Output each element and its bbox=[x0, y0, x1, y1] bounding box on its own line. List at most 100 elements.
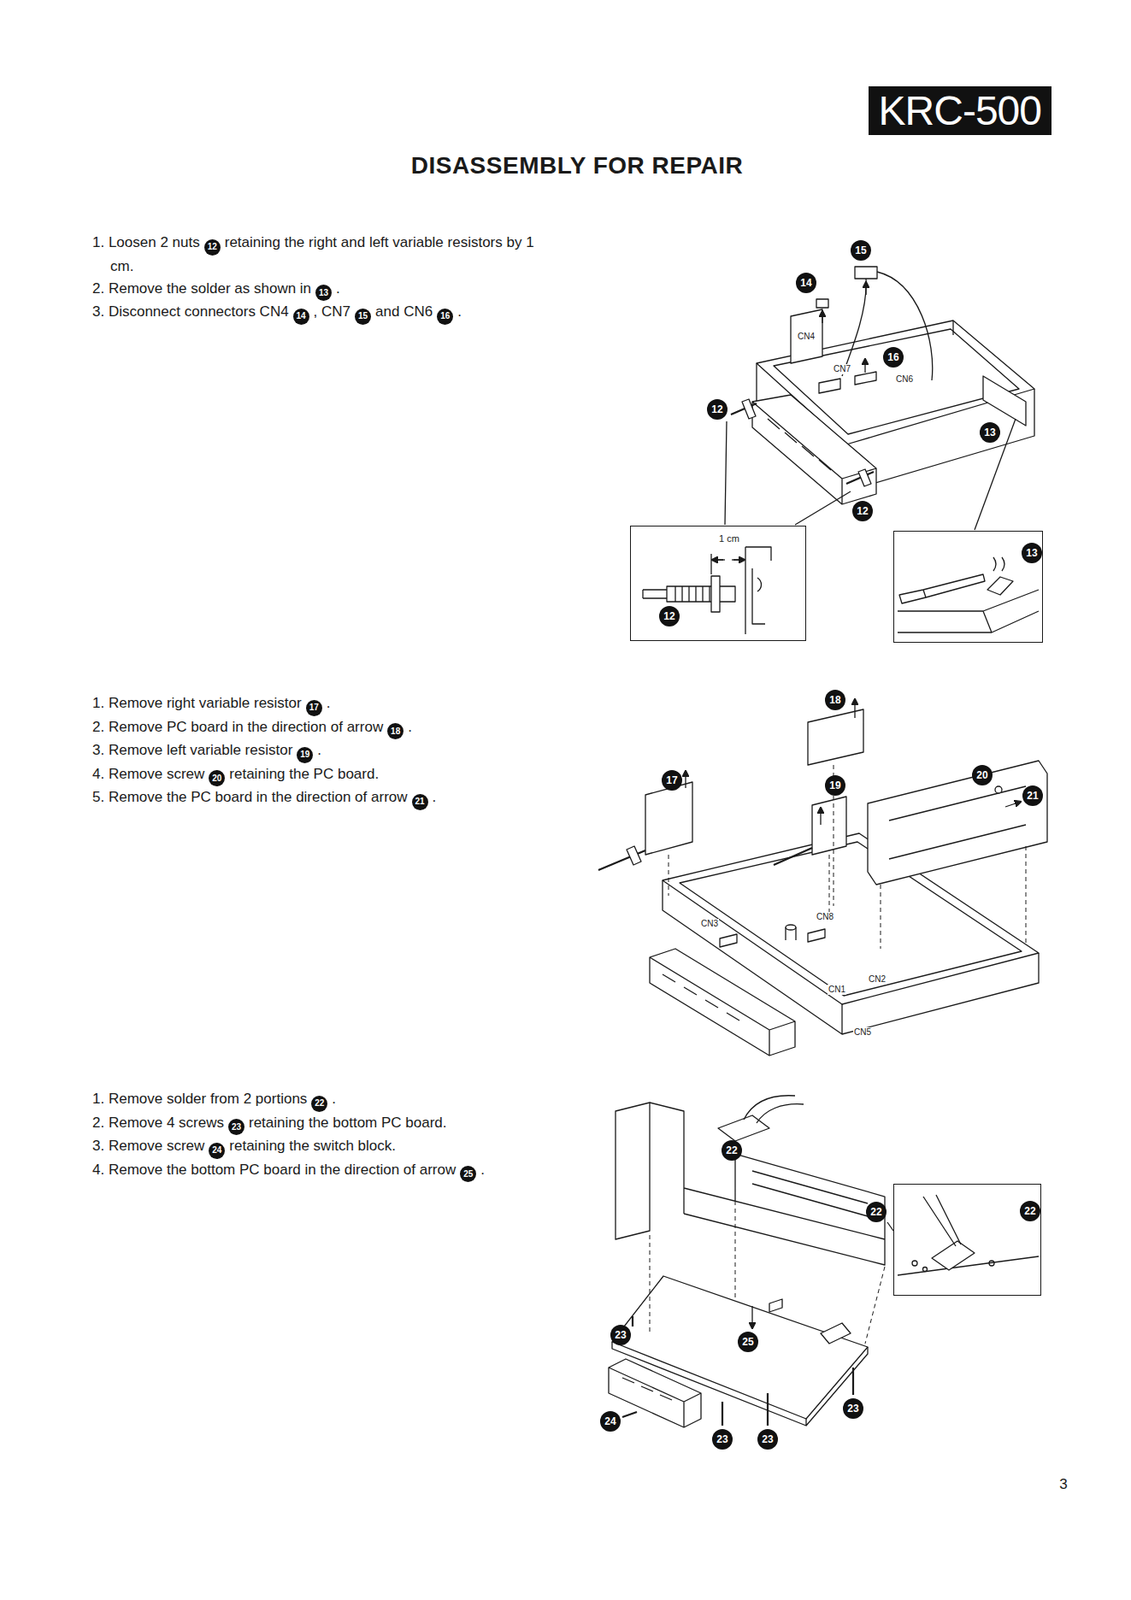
instruction-step: 1. Loosen 2 nuts12retaining the right an… bbox=[92, 231, 550, 278]
instruction-list: 1. Remove right variable resistor17.2. R… bbox=[92, 692, 593, 811]
assembly-line bbox=[649, 1201, 885, 1344]
callout-number: 19 bbox=[824, 775, 846, 796]
connector-label: CN4 bbox=[796, 331, 816, 342]
component-lead bbox=[931, 1241, 975, 1271]
front-panel bbox=[752, 394, 877, 505]
threaded-shaft bbox=[642, 589, 667, 599]
callout-number: 21 bbox=[412, 794, 429, 811]
chassis-inner-rim bbox=[679, 842, 1022, 996]
callout-number: 16 bbox=[436, 308, 454, 325]
wire-harness bbox=[743, 1095, 804, 1124]
instruction-text: . bbox=[457, 303, 462, 320]
model-banner: KRC-500 bbox=[868, 86, 1052, 136]
callout-number: 14 bbox=[795, 272, 817, 294]
callout-number: 12 bbox=[706, 399, 728, 420]
detail-inset: 22 bbox=[893, 1184, 1042, 1296]
instruction-step: 3. Remove screw24retaining the switch bl… bbox=[92, 1135, 499, 1160]
switch-buttons bbox=[622, 1378, 672, 1401]
plug-15 bbox=[854, 266, 878, 279]
callout-number: 22 bbox=[1019, 1201, 1041, 1222]
instruction-step: 2. Remove 4 screws23retaining the bottom… bbox=[92, 1112, 499, 1137]
callout-number: 22 bbox=[721, 1140, 743, 1161]
instruction-text: . bbox=[317, 742, 322, 759]
arrow-16 bbox=[864, 359, 866, 373]
instruction-text: , CN7 bbox=[313, 303, 351, 320]
leader-line bbox=[887, 1222, 894, 1232]
front-buttons bbox=[662, 974, 740, 1021]
instruction-text: retaining the PC board. bbox=[229, 765, 379, 783]
callout-number: 18 bbox=[387, 723, 404, 740]
page-number: 3 bbox=[1059, 1476, 1067, 1494]
callout-number: 23 bbox=[842, 1398, 864, 1420]
instruction-text: 3. Disconnect connectors CN4 bbox=[92, 303, 289, 320]
callout-number: 21 bbox=[1022, 785, 1043, 807]
front-panel bbox=[649, 948, 796, 1056]
callout-number: 17 bbox=[661, 770, 683, 791]
instruction-text: . bbox=[480, 1161, 485, 1179]
thread-body bbox=[666, 586, 736, 602]
instruction-step: 2. Remove PC board in the direction of a… bbox=[92, 716, 593, 741]
instruction-text: retaining the bottom PC board. bbox=[248, 1114, 448, 1131]
instruction-text: 1. Remove right variable resistor bbox=[92, 695, 302, 712]
connector-label: CN3 bbox=[700, 918, 719, 930]
callout-number: 14 bbox=[293, 308, 310, 325]
connector-cn3 bbox=[719, 934, 737, 948]
callout-number: 12 bbox=[659, 606, 680, 627]
callout-number: 25 bbox=[737, 1331, 759, 1353]
instruction-step: 3. Disconnect connectors CN414, CN715and… bbox=[92, 300, 550, 325]
capacitor-body bbox=[785, 927, 796, 941]
connector-label: CN2 bbox=[867, 974, 887, 985]
instruction-step: 2. Remove the solder as shown in13. bbox=[92, 277, 550, 302]
leader-line bbox=[724, 418, 1016, 531]
instruction-text: 2. Remove the solder as shown in bbox=[92, 280, 312, 297]
instruction-text: 2. Remove 4 screws bbox=[92, 1114, 224, 1131]
nut bbox=[626, 846, 642, 866]
dimension-line bbox=[711, 553, 743, 575]
arrow-15 bbox=[865, 282, 866, 295]
instruction-text: 5. Remove the PC board in the direction … bbox=[92, 789, 408, 806]
instruction-text: 4. Remove screw bbox=[92, 765, 205, 783]
instruction-text: 3. Remove left variable resistor bbox=[92, 742, 293, 759]
instruction-text: 4. Remove the bottom PC board in the dir… bbox=[92, 1161, 456, 1179]
solder-tab bbox=[987, 577, 1014, 595]
board-surface bbox=[897, 1256, 1039, 1276]
connector-label: CN8 bbox=[815, 912, 835, 923]
nut bbox=[742, 399, 872, 487]
pc-board-21 bbox=[867, 760, 1048, 885]
connector-cn6 bbox=[854, 371, 877, 385]
screw bbox=[995, 786, 1002, 794]
solder-blob bbox=[923, 1267, 928, 1273]
instruction-step: 4. Remove the bottom PC board in the dir… bbox=[92, 1159, 499, 1184]
frame-end-wall bbox=[615, 1102, 650, 1240]
wire-harness bbox=[842, 271, 933, 381]
callout-number: 23 bbox=[610, 1325, 631, 1346]
connector-label: CN6 bbox=[895, 374, 914, 385]
instruction-text: 3. Remove screw bbox=[92, 1137, 205, 1155]
board-component bbox=[769, 1299, 851, 1344]
callout-number: 23 bbox=[712, 1429, 733, 1450]
connector-cn8 bbox=[807, 929, 825, 943]
dimension-arrow bbox=[731, 559, 745, 560]
instruction-text: . bbox=[326, 695, 331, 712]
callout-number: 18 bbox=[824, 689, 846, 711]
tweezers bbox=[923, 1195, 961, 1247]
instruction-text: 2. Remove PC board in the direction of a… bbox=[92, 718, 383, 736]
callout-number: 15 bbox=[354, 308, 372, 325]
callout-number: 23 bbox=[228, 1119, 245, 1136]
arrow-19 bbox=[819, 807, 821, 825]
arrow-21 bbox=[1005, 801, 1021, 808]
callout-number: 24 bbox=[208, 1142, 225, 1160]
callout-number: 20 bbox=[971, 765, 993, 786]
board-detail bbox=[889, 786, 1026, 860]
callout-number: 24 bbox=[600, 1411, 621, 1432]
solder-blob bbox=[989, 1260, 995, 1267]
instruction-step: 1. Remove solder from 2 portions22. bbox=[92, 1088, 499, 1113]
arrow-14 bbox=[821, 311, 823, 324]
instruction-text: 1. Loosen 2 nuts bbox=[92, 234, 201, 251]
callout-number: 15 bbox=[850, 240, 872, 261]
dimension-label: 1 cm bbox=[718, 533, 741, 544]
callout-number: 22 bbox=[311, 1095, 328, 1113]
plug-14 bbox=[816, 299, 829, 308]
callout-number: 25 bbox=[459, 1166, 477, 1183]
